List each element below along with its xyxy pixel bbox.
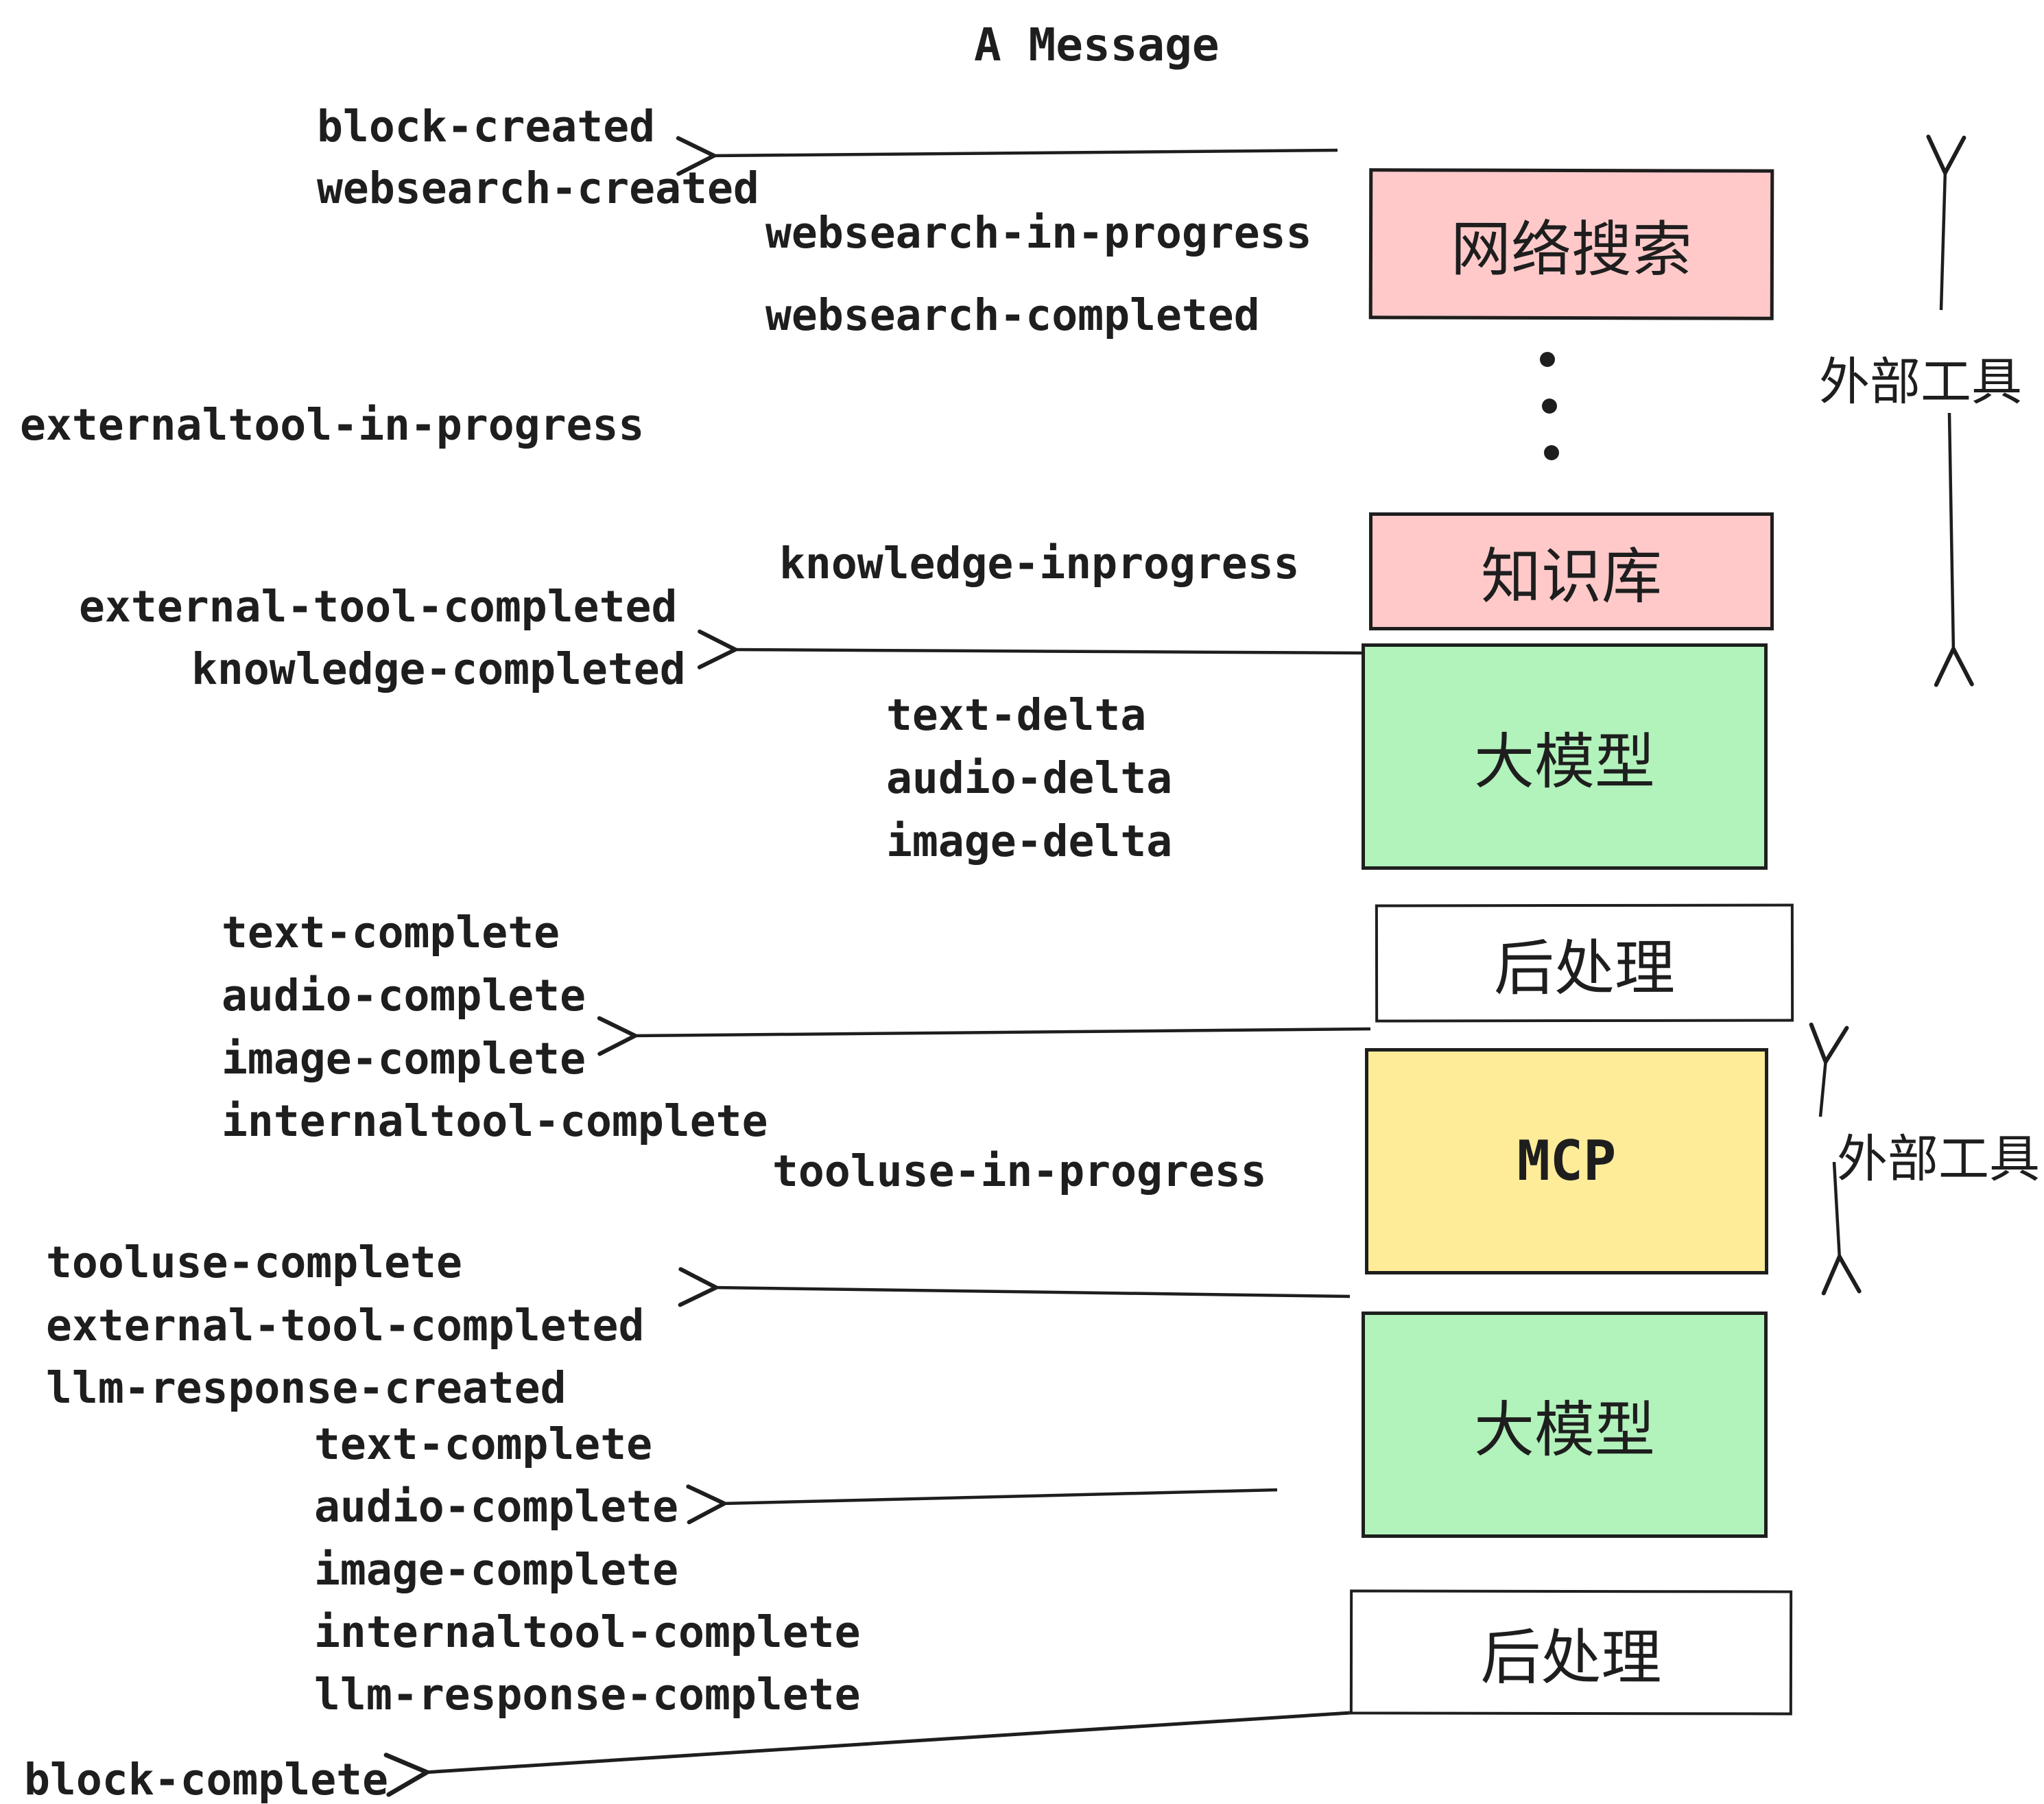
event-label-knowledge-inprogress: knowledge-inprogress <box>779 538 1300 589</box>
arrow-to-block-complete <box>383 1710 1362 1797</box>
event-label-internaltool-complete-2: internaltool-complete <box>314 1607 861 1657</box>
diagram-title: A Message <box>974 19 1220 71</box>
arrow-to-block-created <box>676 136 1338 176</box>
event-label-text-delta: text-delta <box>886 690 1147 740</box>
external-tools-up-arrow-1 <box>1926 134 1966 311</box>
external-tools-down-arrow-2 <box>1821 1161 1862 1296</box>
ellipsis-dots <box>1540 352 1559 460</box>
external-tools-annotation-1: 外部工具 <box>1819 353 2022 410</box>
event-label-image-delta: image-delta <box>886 816 1173 866</box>
event-label-audio-delta: audio-delta <box>886 753 1173 803</box>
event-label-text-complete-2: text-complete <box>314 1419 653 1469</box>
box-postprocess-2-label: 后处理 <box>1480 1623 1662 1692</box>
event-label-llm-response-created: llm-response-created <box>46 1363 567 1413</box>
box-knowledge-label: 知识库 <box>1480 542 1662 610</box>
box-llm-1: 大模型 <box>1362 643 1768 870</box>
box-postprocess-1: 后处理 <box>1375 903 1794 1023</box>
box-llm-1-label: 大模型 <box>1473 727 1655 796</box>
box-postprocess-1-label: 后处理 <box>1493 934 1676 1002</box>
event-label-websearch-completed: websearch-completed <box>765 290 1260 340</box>
box-mcp: MCP <box>1365 1048 1768 1274</box>
event-label-external-tool-completed: external-tool-completed <box>79 582 678 632</box>
event-label-audio-complete-2: audio-complete <box>314 1482 679 1532</box>
box-postprocess-2: 后处理 <box>1349 1589 1793 1716</box>
event-label-internaltool-complete: internaltool-complete <box>222 1096 768 1146</box>
box-websearch: 网络搜索 <box>1368 168 1774 320</box>
arrow-to-audio-complete-2 <box>686 1484 1278 1525</box>
arrow-to-tooluse-complete <box>678 1267 1351 1307</box>
event-label-external-tool-completed-2: external-tool-completed <box>46 1301 645 1351</box>
event-label-image-complete-2: image-complete <box>314 1545 679 1595</box>
event-label-websearch-created: websearch-created <box>317 163 759 213</box>
event-label-externaltool-in-progress: externaltool-in-progress <box>20 400 645 450</box>
event-label-audio-complete: audio-complete <box>222 971 586 1021</box>
box-llm-2: 大模型 <box>1362 1312 1768 1538</box>
arrow-to-knowledge-completed <box>697 629 1367 669</box>
event-label-image-complete: image-complete <box>222 1034 586 1084</box>
event-label-llm-response-complete: llm-response-complete <box>314 1670 861 1720</box>
box-llm-2-label: 大模型 <box>1473 1395 1655 1464</box>
arrow-to-image-complete <box>597 1016 1371 1056</box>
external-tools-up-arrow-2 <box>1809 1022 1849 1117</box>
event-label-tooluse-in-progress: tooluse-in-progress <box>772 1146 1267 1196</box>
external-tools-down-arrow-1 <box>1934 412 1974 687</box>
event-label-text-complete: text-complete <box>222 907 560 958</box>
box-knowledge: 知识库 <box>1369 512 1774 630</box>
box-websearch-label: 网络搜索 <box>1450 215 1693 283</box>
event-label-websearch-in-progress: websearch-in-progress <box>765 208 1312 258</box>
external-tools-annotation-2: 外部工具 <box>1837 1130 2040 1187</box>
event-label-block-complete: block-complete <box>24 1755 389 1804</box>
box-mcp-label: MCP <box>1517 1129 1617 1193</box>
event-label-knowledge-completed: knowledge-completed <box>191 644 686 694</box>
event-label-tooluse-complete: tooluse-complete <box>46 1237 462 1287</box>
event-label-block-created: block-created <box>317 102 656 152</box>
